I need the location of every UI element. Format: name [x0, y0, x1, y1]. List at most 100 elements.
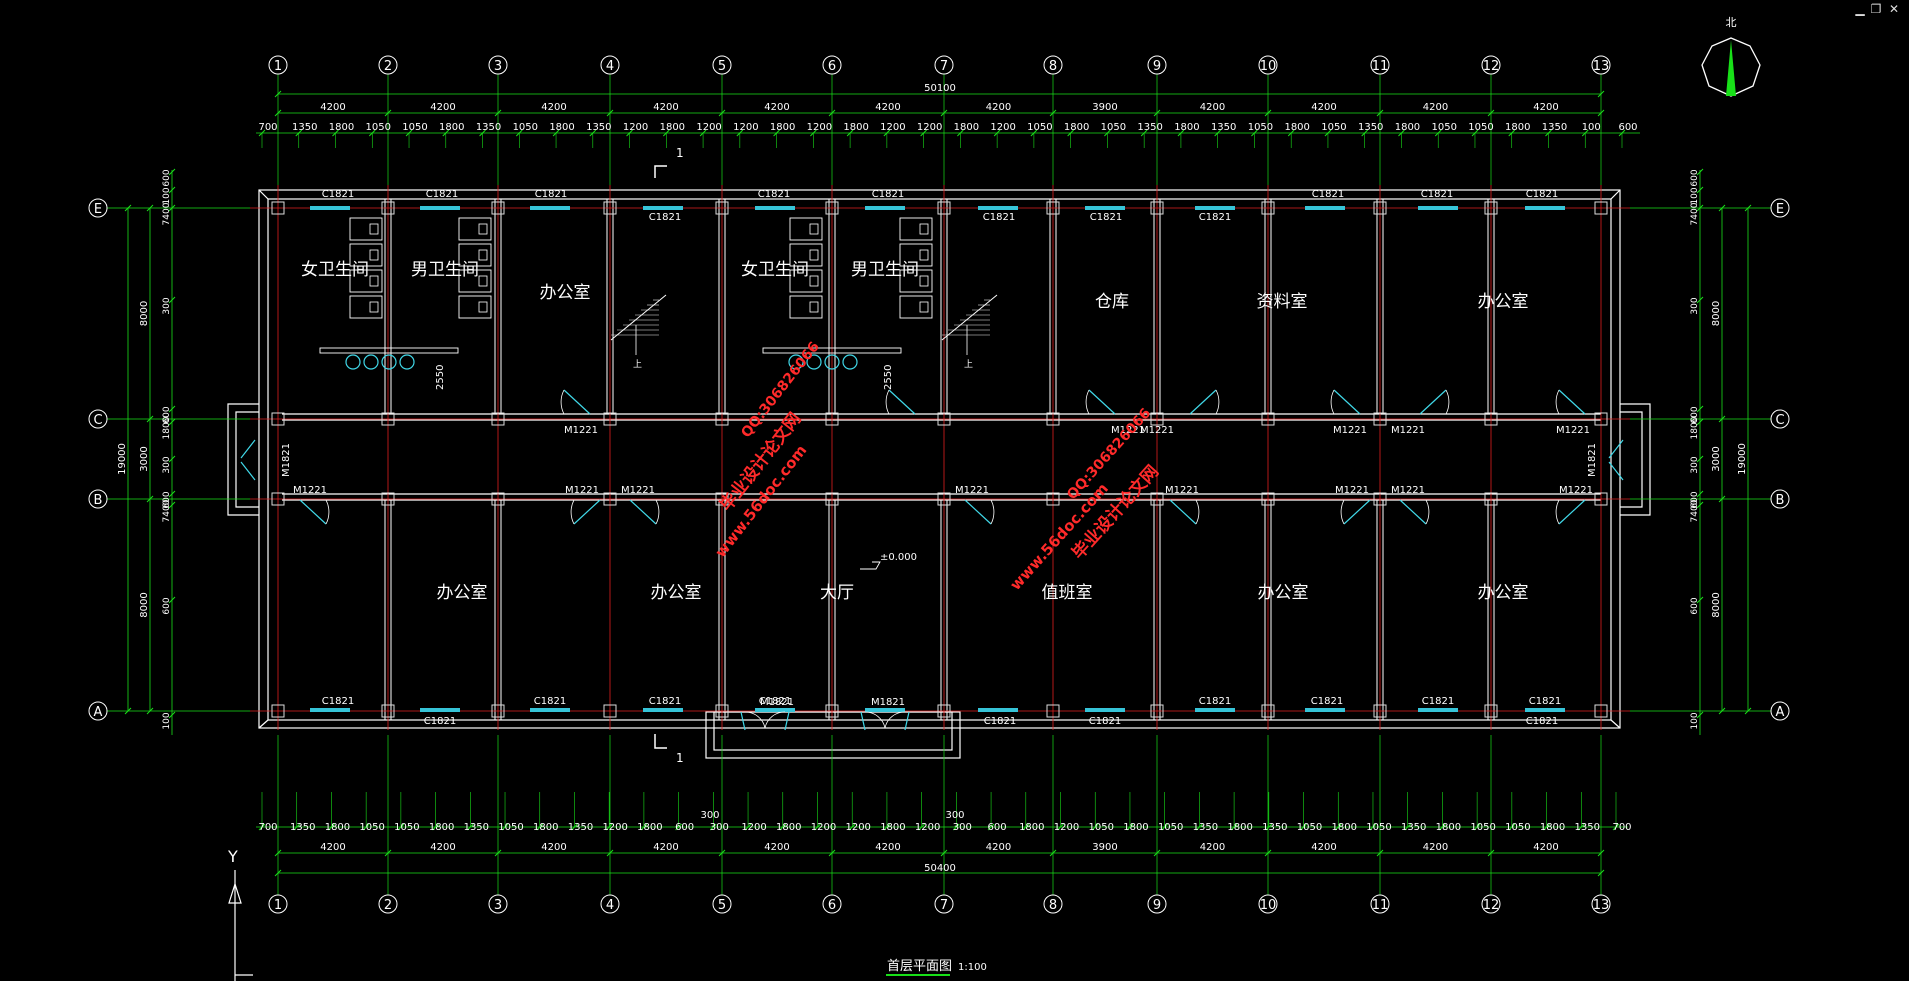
- dim-detail-bottom: 1800: [1123, 822, 1148, 833]
- dim-detail-top: 1800: [439, 122, 464, 133]
- dim-tick: [124, 204, 132, 212]
- axis-bubble-x: [378, 55, 398, 75]
- dim-detail-top: 1050: [1321, 122, 1346, 133]
- window-tag-bottom: C1821: [534, 696, 566, 707]
- dim-tick: [168, 711, 176, 719]
- axis-label-x: 3: [494, 59, 502, 74]
- axis-label-x: 4: [606, 59, 614, 74]
- column: [1373, 412, 1387, 426]
- column: [1484, 201, 1498, 215]
- dim-tick: [1597, 90, 1605, 98]
- entrance-swing: [744, 711, 786, 729]
- axis-bubble-y: [88, 701, 108, 721]
- dim-detail-top: 1800: [549, 122, 574, 133]
- restore-button[interactable]: ❐: [1870, 2, 1882, 16]
- axis-bubble-x: [1043, 55, 1063, 75]
- dim-tick: [1597, 869, 1605, 877]
- side-door: [1608, 439, 1624, 481]
- elevation-marker: [860, 561, 881, 570]
- axis-label-x: 8: [1049, 898, 1057, 913]
- dim-detail-bottom: 1350: [568, 822, 593, 833]
- dim-detail-bottom: 1800: [325, 822, 350, 833]
- column: [381, 412, 395, 426]
- dim-tick: [384, 849, 392, 857]
- axis-label-x: 7: [940, 59, 948, 74]
- door-leaf: [299, 499, 327, 525]
- dim-detail-bottom: 600: [675, 822, 694, 833]
- door-swing: [570, 499, 575, 525]
- dim-tick: [168, 418, 176, 426]
- dim-tick: [146, 495, 154, 503]
- dim-tick: [494, 109, 502, 117]
- door-leaf: [563, 389, 591, 415]
- washbasin-counter: [762, 347, 902, 354]
- axis-bubble-y: [88, 489, 108, 509]
- door-leaf: [629, 499, 657, 525]
- dim-detail-bottom: 600: [988, 822, 1007, 833]
- dim-detail-bottom: 300: [710, 822, 729, 833]
- room-label: 办公室: [1478, 583, 1529, 603]
- dim-tick: [1264, 109, 1272, 117]
- window-bottom: [420, 708, 460, 712]
- column: [491, 201, 505, 215]
- column: [1594, 412, 1608, 426]
- axis-label-y: C: [1775, 413, 1784, 428]
- axis-bubble-y: [1770, 701, 1790, 721]
- window-tag-bottom: C1821: [1089, 716, 1121, 727]
- window-tag-bottom: C1821: [1422, 696, 1454, 707]
- axis-label-x: 1: [274, 59, 282, 74]
- toilet-stall: [349, 243, 383, 267]
- dim-detail-top: 1050: [366, 122, 391, 133]
- axis-bubble-y: [1770, 489, 1790, 509]
- dim-tick: [274, 109, 282, 117]
- window-top: [1525, 206, 1565, 210]
- minimize-button[interactable]: ▁: [1855, 2, 1865, 16]
- dim-detail-bottom: 1050: [1089, 822, 1114, 833]
- dim-total-right: 19000: [1737, 443, 1748, 475]
- dim-detail-top: 600: [1618, 122, 1637, 133]
- window-top: [1195, 206, 1235, 210]
- window-top: [420, 206, 460, 210]
- window-top: [1085, 206, 1125, 210]
- dim-tick: [940, 109, 948, 117]
- dim-tick: [1597, 109, 1605, 117]
- room-label: 男卫生间: [851, 260, 919, 280]
- axis-label-x: 9: [1153, 898, 1161, 913]
- drawing-title: 首层平面图: [887, 959, 952, 974]
- dim-tick: [1718, 204, 1726, 212]
- axis-bubble-x: [268, 55, 288, 75]
- axis-bubble-x: [822, 55, 842, 75]
- close-button[interactable]: ✕: [1888, 2, 1900, 16]
- room-label: 办公室: [651, 583, 702, 603]
- dim-bay-top: 4200: [875, 102, 900, 113]
- dim-detail-bottom: 1200: [915, 822, 940, 833]
- dim-detail-top: 1350: [1542, 122, 1567, 133]
- dim-detail-bottom: 1800: [880, 822, 905, 833]
- dim-tick: [1696, 405, 1704, 413]
- dim-detail-top: 1350: [476, 122, 501, 133]
- column: [1373, 704, 1387, 718]
- window-top: [643, 206, 683, 210]
- axis-label-x: 6: [828, 898, 836, 913]
- door-leaf: [1189, 389, 1217, 415]
- dim-bay-bottom: 4200: [653, 842, 678, 853]
- axis-bubble-x: [1591, 55, 1611, 75]
- axis-label-x: 5: [718, 898, 726, 913]
- column: [271, 492, 285, 506]
- axis-label-x: 7: [940, 898, 948, 913]
- column: [715, 704, 729, 718]
- axis-label-x: 9: [1153, 59, 1161, 74]
- toilet-stall: [899, 269, 933, 293]
- axis-label-x: 11: [1372, 59, 1389, 74]
- door-swing: [1340, 499, 1345, 525]
- dim-inner-right: 300: [1690, 456, 1700, 473]
- axis-bubble-x: [1481, 894, 1501, 914]
- dim-detail-bottom: 300: [953, 822, 972, 833]
- axis-bubble-x: [822, 894, 842, 914]
- column: [1484, 704, 1498, 718]
- dim-inner-left: 300: [162, 456, 172, 473]
- toilet-bowl: [919, 249, 929, 261]
- dim-bay-bottom: 4200: [1423, 842, 1448, 853]
